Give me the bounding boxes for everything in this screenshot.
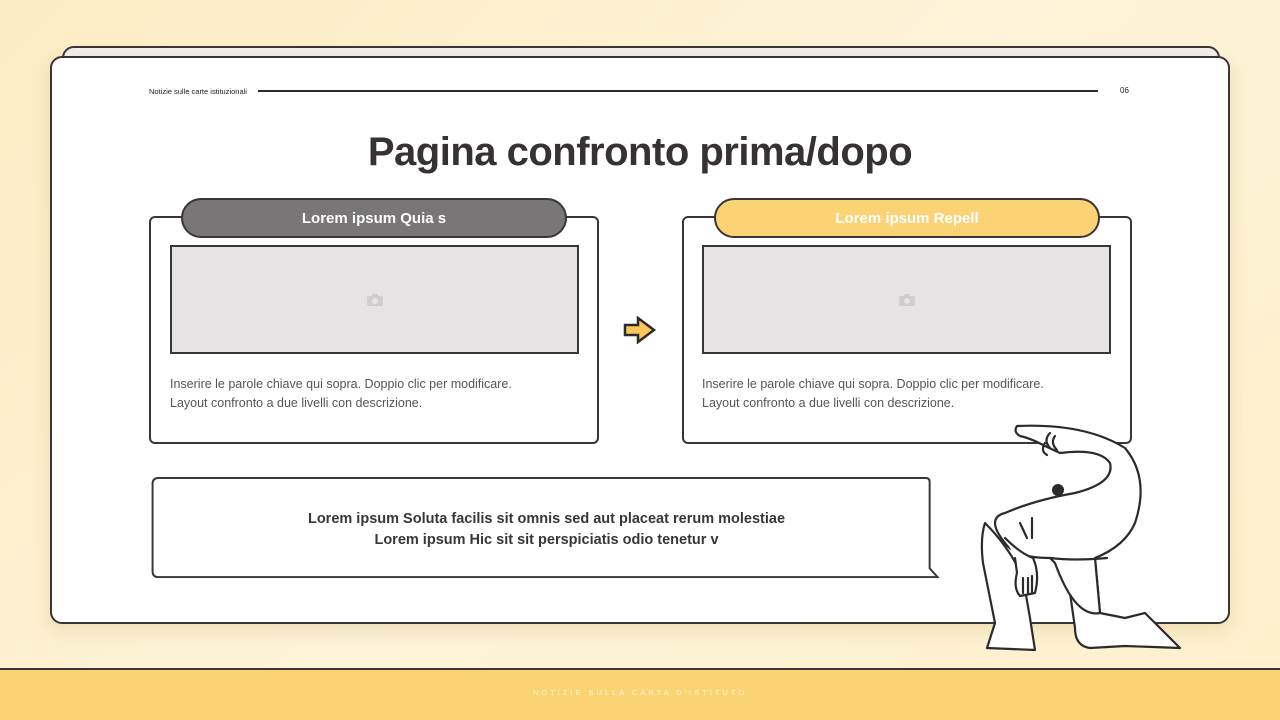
after-label-pill: Lorem ipsum Repell [714,198,1100,238]
before-image-placeholder[interactable] [170,245,579,354]
after-description: Inserire le parole chiave qui sopra. Dop… [702,375,1122,413]
before-description-line2: Layout confronto a due livelli con descr… [170,396,423,410]
after-description-line1: Inserire le parole chiave qui sopra. Dop… [702,377,1044,391]
page-title: Pagina confronto prima/dopo [367,130,913,174]
footer-bar [0,668,1280,720]
before-label: Lorem ipsum Quia s [301,209,447,227]
note-text: Lorem ipsum Soluta facilis sit omnis sed… [149,509,944,551]
page-number: 06 [1120,86,1129,95]
camera-icon [366,293,383,306]
section-label: Notizie sulle carte istituzionali [149,87,247,96]
before-description-line1: Inserire le parole chiave qui sopra. Dop… [170,377,512,391]
camera-icon [898,293,915,306]
pointing-figure-illustration [980,424,1182,652]
before-label-pill: Lorem ipsum Quia s [181,198,567,238]
after-label: Lorem ipsum Repell [835,209,979,227]
after-description-line2: Layout confronto a due livelli con descr… [702,396,955,410]
before-description: Inserire le parole chiave qui sopra. Dop… [170,375,590,413]
arrow-right-icon [623,315,657,349]
note-line1: Lorem ipsum Soluta facilis sit omnis sed… [307,511,786,527]
header-divider [258,90,1098,92]
note-speech-box [151,477,940,579]
footer-text: NOTIZIE SULLA CARTA D'ISTITUTO [532,688,748,697]
note-line2: Lorem ipsum Hic sit sit perspiciatis odi… [374,532,719,548]
after-image-placeholder[interactable] [702,245,1111,354]
